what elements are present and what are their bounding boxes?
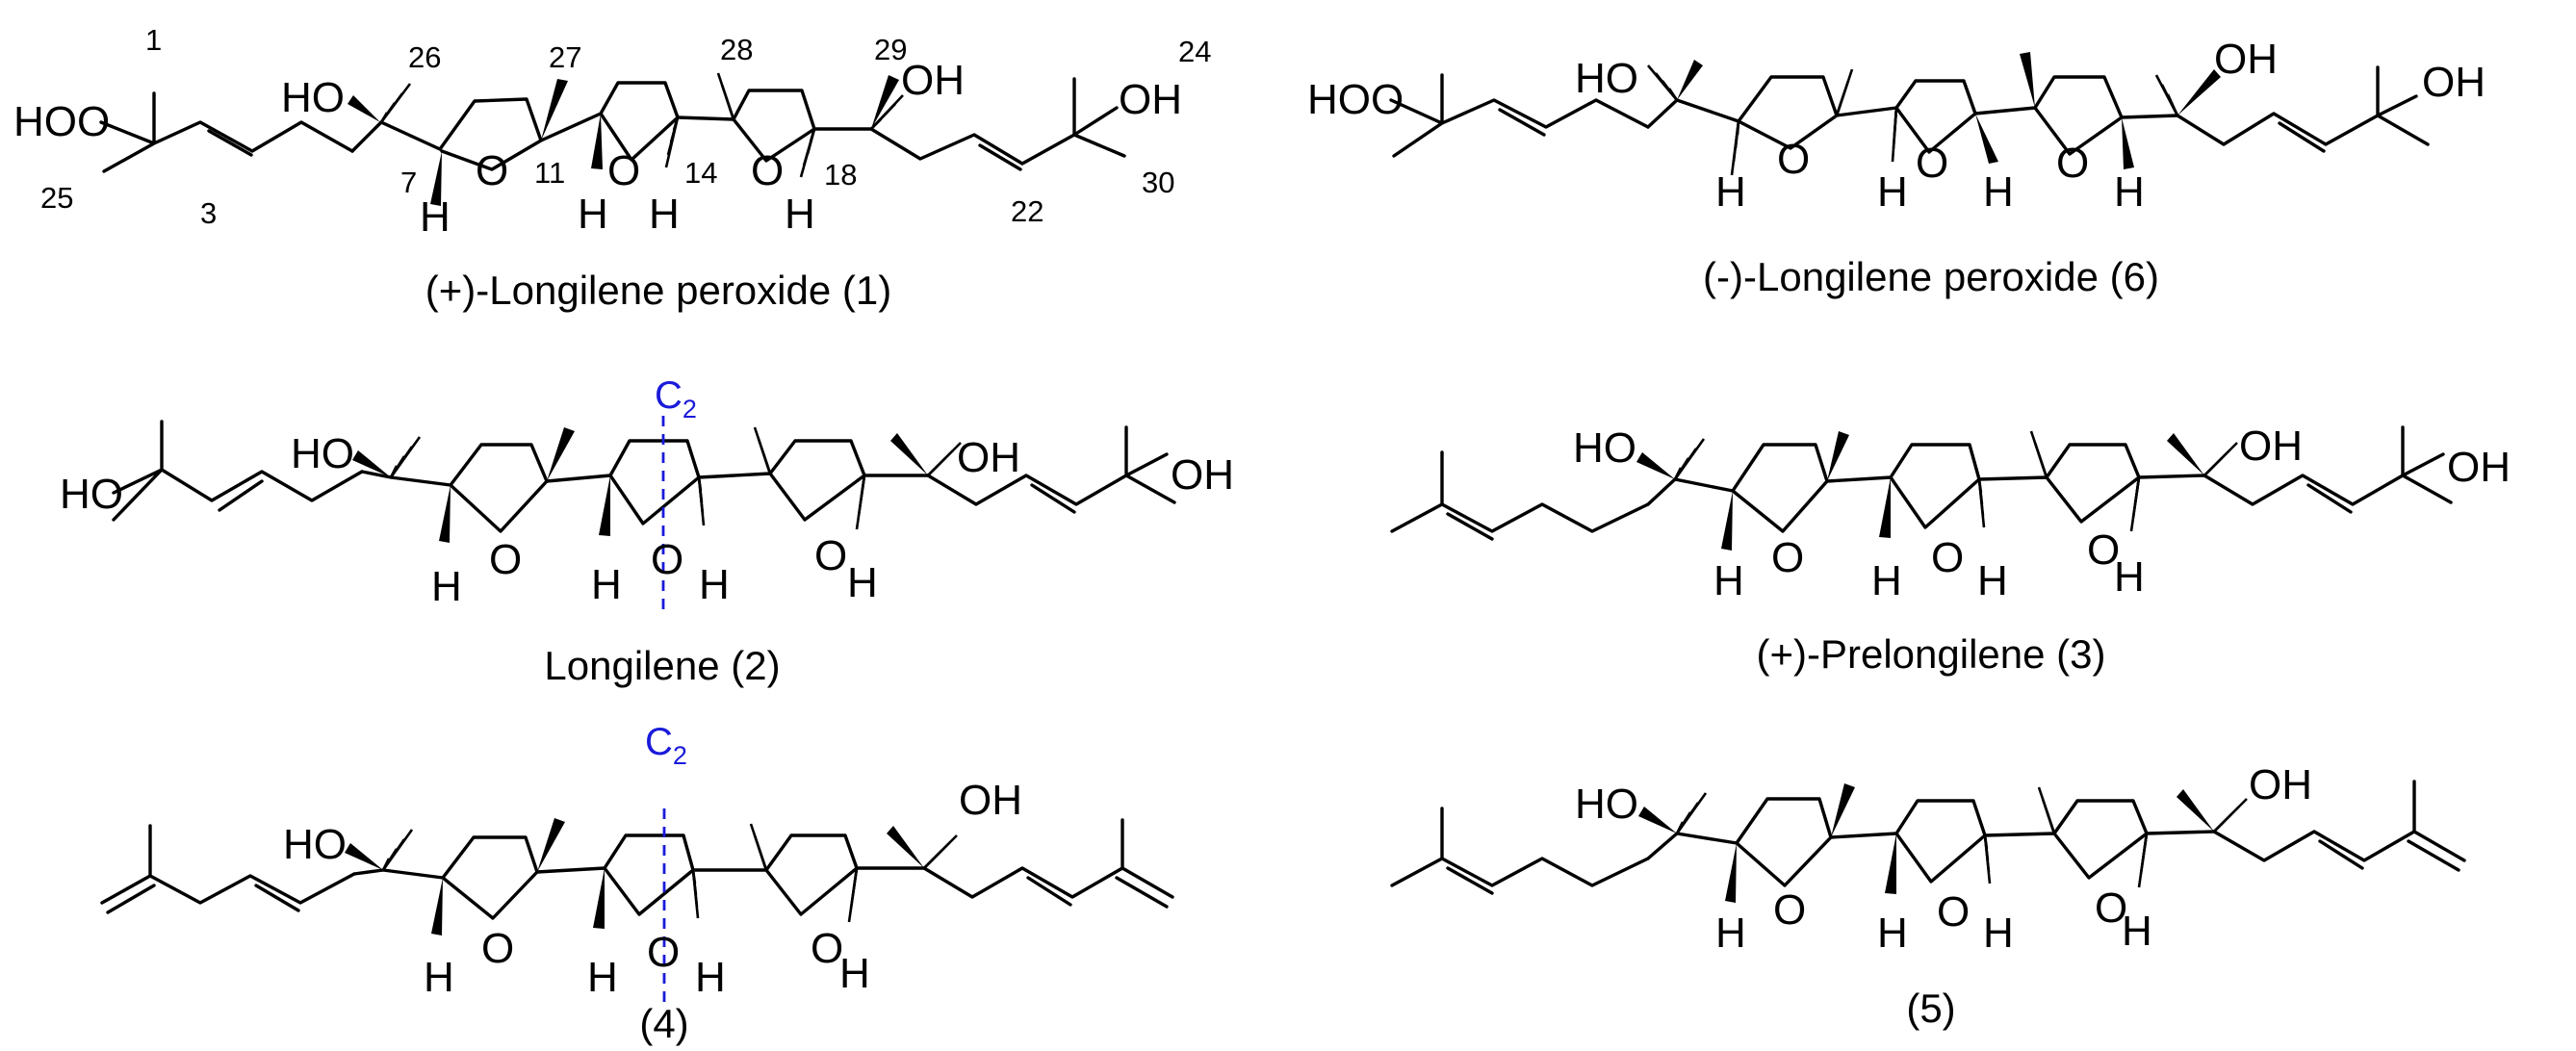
ring-h-4: H bbox=[2114, 553, 2145, 601]
ring-h-4: H bbox=[2122, 908, 2152, 955]
ring-o-a: O bbox=[481, 925, 514, 972]
ring-h-2: H bbox=[591, 561, 622, 608]
ring-h-4: H bbox=[847, 559, 878, 606]
oh-end-label: OH bbox=[1171, 451, 1234, 499]
oh-label: OH bbox=[901, 57, 965, 104]
ho-label: HO bbox=[1573, 424, 1636, 472]
ring-o-b: O bbox=[647, 929, 680, 976]
caption-5: (5) bbox=[1906, 986, 1955, 1031]
caption-2: Longilene (2) bbox=[544, 643, 780, 688]
ho-label: HO bbox=[281, 74, 345, 121]
ring-o-a: O bbox=[489, 536, 522, 583]
ring-h-1: H bbox=[1715, 910, 1746, 957]
molecule-6: HOO HO O O O H H H H OH OH (-)-Longilene… bbox=[1307, 36, 2486, 299]
ho-label: HO bbox=[291, 430, 354, 477]
ring-h-3: H bbox=[1983, 168, 2014, 216]
oh-label: OH bbox=[957, 434, 1020, 481]
molecule-1: HOO HO O O O H H H H OH OH 1 25 3 7 26 2… bbox=[13, 23, 1211, 313]
locant-7: 7 bbox=[400, 166, 417, 199]
ring-h-1: H bbox=[1715, 168, 1746, 216]
ring-o-a: O bbox=[1771, 534, 1804, 581]
ring-h-3: H bbox=[699, 561, 730, 608]
locant-30: 30 bbox=[1142, 166, 1174, 199]
locant-1: 1 bbox=[145, 23, 162, 57]
ring-o-a: O bbox=[476, 147, 508, 194]
ring-o-c: O bbox=[811, 925, 843, 972]
ring-h-1: H bbox=[424, 954, 454, 1001]
molecule-4: HO O O O H H H H OH C2 (4) bbox=[100, 721, 1174, 1046]
ring-h-2: H bbox=[587, 954, 618, 1001]
locant-24: 24 bbox=[1178, 35, 1211, 68]
locant-3: 3 bbox=[200, 196, 217, 230]
ring-h-2: H bbox=[1877, 910, 1908, 957]
ring-h-4: H bbox=[839, 950, 870, 997]
ring-h-1: H bbox=[420, 193, 451, 241]
locant-27: 27 bbox=[549, 40, 581, 74]
ring-o-c: O bbox=[2056, 140, 2089, 187]
ho-label: HO bbox=[1575, 55, 1638, 102]
ring-o-c: O bbox=[814, 532, 847, 579]
hoo-label: HOO bbox=[13, 98, 110, 145]
molecule-3: HO O O O H H H H OH OH (+)-Prelongilene … bbox=[1390, 423, 2511, 677]
ring-h-2: H bbox=[1877, 168, 1908, 216]
ring-h-4: H bbox=[2114, 168, 2145, 216]
locant-26: 26 bbox=[408, 40, 441, 74]
hoo-label: HOO bbox=[1307, 76, 1404, 123]
locant-25: 25 bbox=[40, 181, 73, 215]
ring-h-1: H bbox=[431, 563, 462, 610]
caption-1: (+)-Longilene peroxide (1) bbox=[425, 268, 891, 313]
caption-4: (4) bbox=[639, 1001, 688, 1046]
oh-label: OH bbox=[2239, 423, 2303, 470]
oh-end-label: OH bbox=[2447, 444, 2511, 491]
oh-end-label: OH bbox=[1119, 76, 1182, 123]
ring-h-2: H bbox=[1871, 557, 1902, 604]
ring-o-a: O bbox=[1773, 886, 1806, 934]
ho-label: HO bbox=[1575, 781, 1638, 828]
ring-o-a: O bbox=[1777, 136, 1810, 183]
oh-label: OH bbox=[959, 777, 1022, 824]
ring-o-c: O bbox=[751, 147, 784, 194]
oh-label: OH bbox=[2249, 761, 2312, 808]
ring-h-1: H bbox=[1713, 557, 1744, 604]
locant-28: 28 bbox=[720, 33, 753, 66]
locant-11: 11 bbox=[534, 156, 565, 190]
locant-18: 18 bbox=[824, 158, 857, 192]
ring-h-4: H bbox=[785, 191, 815, 238]
ring-o-b: O bbox=[1931, 534, 1964, 581]
ring-h-3: H bbox=[1983, 910, 2014, 957]
molecule-5: HO O O O H H H H OH (5) bbox=[1390, 761, 2466, 1031]
c2-axis-label: C2 bbox=[655, 374, 697, 423]
ring-o-b: O bbox=[1916, 140, 1948, 187]
ring-o-c: O bbox=[2095, 884, 2127, 932]
ho-label: HO bbox=[283, 821, 347, 868]
caption-6: (-)-Longilene peroxide (6) bbox=[1703, 254, 2159, 299]
c2-axis-label: C2 bbox=[645, 721, 687, 770]
ring-h-3: H bbox=[649, 191, 680, 238]
locant-14: 14 bbox=[684, 156, 717, 190]
oh-end-label: OH bbox=[2422, 59, 2486, 106]
oh-label: OH bbox=[2214, 36, 2278, 83]
molecule-2: HO HO O O O H H H H OH OH C2 Longilene (… bbox=[60, 374, 1234, 688]
ring-o-c: O bbox=[2087, 526, 2120, 574]
ring-o-b: O bbox=[1937, 888, 1970, 936]
ring-o-b: O bbox=[651, 536, 683, 583]
ring-h-3: H bbox=[695, 954, 726, 1001]
ring-h-2: H bbox=[578, 191, 608, 238]
caption-3: (+)-Prelongilene (3) bbox=[1757, 631, 2106, 677]
ho-end-label: HO bbox=[60, 471, 123, 518]
locant-29: 29 bbox=[874, 33, 907, 66]
locant-22: 22 bbox=[1011, 194, 1043, 228]
ring-h-3: H bbox=[1977, 557, 2008, 604]
ring-o-b: O bbox=[607, 147, 640, 194]
